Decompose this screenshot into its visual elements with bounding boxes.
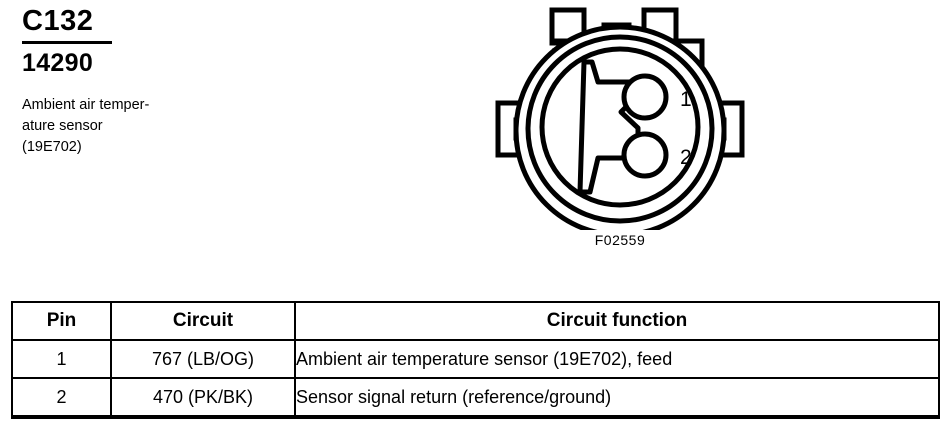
pin-number-1-label: 1: [680, 88, 692, 111]
cell-circuit: 767 (LB/OG): [110, 339, 296, 379]
header-divider-rule: [22, 41, 112, 44]
description-line-1: Ambient air temper-: [22, 97, 150, 113]
pin-cavity-1: [621, 73, 669, 121]
cell-circuit-function: Sensor signal return (reference/ground): [294, 377, 940, 419]
column-header-pin: Pin: [11, 301, 112, 341]
column-header-circuit-function: Circuit function: [294, 301, 940, 341]
cell-circuit-function: Ambient air temperature sensor (19E702),…: [294, 339, 940, 379]
column-header-circuit: Circuit: [110, 301, 296, 341]
pin-cavity-2: [621, 131, 669, 179]
connector-header: C132 14290 Ambient air temper- ature sen…: [22, 4, 252, 158]
connector-id: C132: [22, 5, 94, 37]
cell-circuit: 470 (PK/BK): [110, 377, 296, 419]
part-number: 14290: [22, 49, 94, 77]
table-header: Pin Circuit Circuit function: [11, 301, 940, 341]
table-body: 1 767 (LB/OG) Ambient air temperature se…: [11, 339, 940, 419]
connector-figure: 1 2 F02559: [480, 0, 760, 265]
pin-assignment-table: Pin Circuit Circuit function 1 767 (LB/O…: [11, 301, 940, 419]
table-header-row: Pin Circuit Circuit function: [11, 301, 940, 341]
cell-pin: 2: [11, 377, 112, 419]
connector-face-diagram: 1 2: [495, 7, 745, 230]
cell-pin: 1: [11, 339, 112, 379]
description-line-3: (19E702): [22, 139, 82, 155]
table-row: 1 767 (LB/OG) Ambient air temperature se…: [11, 339, 940, 379]
component-description: Ambient air temper- ature sensor (19E702…: [22, 95, 207, 158]
table-row: 2 470 (PK/BK) Sensor signal return (refe…: [11, 377, 940, 419]
pin-number-2-label: 2: [680, 146, 692, 169]
figure-caption: F02559: [594, 232, 646, 248]
description-line-2: ature sensor: [22, 118, 103, 134]
